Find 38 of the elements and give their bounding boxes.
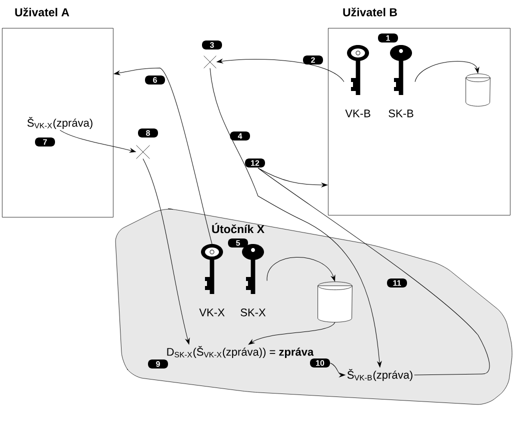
- arrow: [210, 68, 382, 368]
- arrow: [216, 59, 344, 82]
- key-drawing: SK-B: [388, 45, 414, 118]
- callout-number: 9: [148, 360, 168, 368]
- node-label: SK-X: [240, 308, 266, 316]
- arrow: [414, 61, 480, 82]
- node-label: Uživatel A: [15, 8, 70, 16]
- node-label: VK-X: [199, 308, 225, 316]
- storage-cylinder: [318, 282, 352, 322]
- callout-number: 4: [230, 132, 250, 140]
- arrow: [258, 168, 490, 376]
- key-drawing: VK-X: [199, 244, 225, 316]
- callout-number: 1: [378, 34, 398, 42]
- cross-mark: [136, 145, 150, 159]
- cross-mark: [204, 56, 216, 68]
- callout-number: 3: [202, 40, 222, 50]
- arrow: [248, 322, 336, 345]
- arrow: [114, 68, 212, 244]
- node-label: Uživatel B: [343, 8, 397, 16]
- callout-number: 12: [245, 158, 265, 168]
- callout-number: 7: [35, 138, 55, 146]
- arrow: [60, 130, 136, 153]
- node-label: SK-B: [388, 110, 414, 118]
- callout-number: 11: [387, 278, 407, 288]
- callout-number: 6: [145, 76, 165, 84]
- formula-text: Š$_{VK-X}$(zpráva): [27, 117, 92, 129]
- arrow: [142, 158, 190, 344]
- arrow: [266, 257, 336, 282]
- node-label: VK-B: [345, 110, 370, 118]
- callout-number: 8: [138, 128, 158, 138]
- storage-cylinder: [466, 74, 490, 106]
- formula-text: D$_{SK-X}$(Š$_{VK-X}$(zpráva)) = zpráva: [167, 346, 314, 358]
- arrow: [330, 362, 346, 378]
- formula-text: Š$_{VK-B}$(zpráva): [347, 369, 412, 381]
- key-drawing: VK-B: [345, 45, 370, 118]
- callout-number: 2: [303, 56, 323, 64]
- callout-number: 5: [228, 238, 248, 248]
- callout-number: 10: [310, 358, 330, 368]
